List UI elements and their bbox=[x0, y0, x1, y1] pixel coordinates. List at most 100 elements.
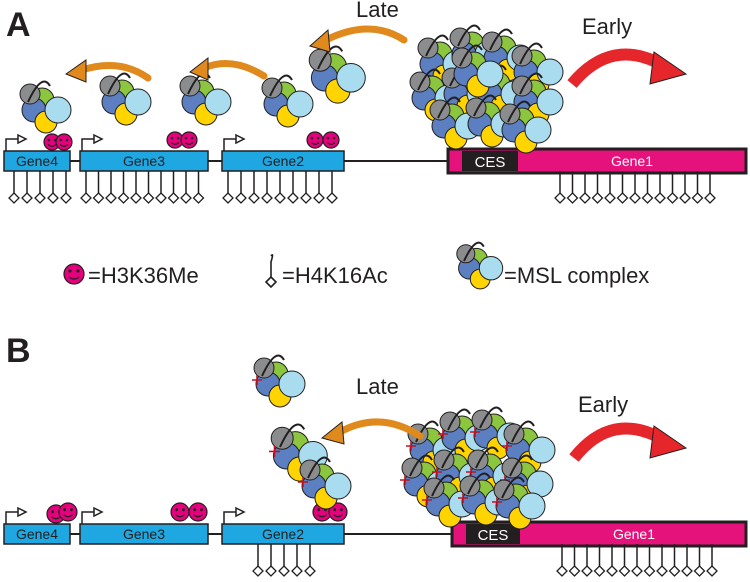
legend-h4k16ac-text: =H4K16Ac bbox=[282, 263, 388, 288]
late-arrow-b bbox=[336, 418, 424, 440]
h3k36me-marks bbox=[43, 131, 340, 151]
h4k16ac-mark bbox=[274, 171, 286, 204]
tss-arrows-b bbox=[5, 506, 246, 524]
msl-complex-icon bbox=[261, 74, 314, 128]
h4k16ac-mark bbox=[579, 171, 591, 204]
h4k16ac-mark bbox=[167, 171, 180, 204]
late-arrow-2 bbox=[200, 60, 268, 80]
late-label-b: Late bbox=[356, 374, 399, 399]
h3k36me-smiley-icon bbox=[180, 131, 198, 149]
ces-box-b bbox=[466, 524, 520, 544]
legend-msl-text: =MSL complex bbox=[504, 263, 649, 288]
h3k36me-marks-b bbox=[46, 502, 348, 524]
late-arrowheads bbox=[64, 28, 331, 83]
gene4-label-b: Gene4 bbox=[16, 526, 58, 542]
late-arrow-3 bbox=[322, 25, 408, 44]
h4k16ac-mark bbox=[47, 171, 59, 204]
gene1-box-b: CES Gene1 bbox=[450, 520, 748, 548]
late-arrow-1 bbox=[78, 62, 152, 82]
gene4-label: Gene4 bbox=[16, 153, 58, 169]
legend-h3k36me: =H3K36Me bbox=[63, 263, 199, 288]
h4k16ac-mark bbox=[568, 544, 581, 577]
panel-a: A Gene4 Gene3 Gene2 CES Gene1 bbox=[3, 0, 748, 204]
gene2-box: Gene2 bbox=[221, 150, 345, 172]
h4k16ac-mark bbox=[706, 544, 718, 577]
lollipop-icon bbox=[264, 254, 278, 289]
legend-h4k16ac: =H4K16Ac bbox=[264, 254, 388, 289]
msl-complex-icon bbox=[308, 45, 366, 104]
h4k16ac-mark bbox=[679, 171, 691, 204]
ces-label-b: CES bbox=[478, 527, 509, 544]
msl-complex-icon bbox=[499, 100, 552, 154]
msl-complex-icon bbox=[298, 456, 352, 510]
h3k36me-smiley-icon bbox=[166, 131, 184, 149]
gene2-label-b: Gene2 bbox=[262, 526, 304, 542]
h4k16ac-mark bbox=[681, 544, 693, 577]
msl-complex-icon bbox=[252, 354, 306, 408]
h4k16ac-mark bbox=[192, 171, 205, 204]
legend-msl: =MSL complex bbox=[456, 241, 649, 290]
h4k16ac-mark bbox=[278, 544, 290, 577]
h4k16ac-mark bbox=[287, 171, 299, 204]
h4k16ac-mark bbox=[117, 171, 130, 204]
msl-complex-icon bbox=[19, 80, 72, 134]
tss-arrows bbox=[5, 133, 246, 151]
gene1-box: CES Gene1 bbox=[446, 147, 748, 175]
early-label-a: Early bbox=[582, 14, 632, 39]
h4k16ac-mark bbox=[668, 544, 681, 577]
h4k16ac-mark bbox=[693, 544, 706, 577]
panel-b: B Gene4 Gene3 Gene2 CES Gene1 bbox=[3, 332, 748, 577]
gene3-box-b: Gene3 bbox=[79, 523, 209, 545]
h4k16ac-mark bbox=[691, 171, 704, 204]
h4k16ac-mark bbox=[581, 544, 593, 577]
h4k16ac-mark bbox=[142, 171, 155, 204]
gene4-box-b: Gene4 bbox=[3, 523, 71, 545]
gene3-label-b: Gene3 bbox=[123, 526, 165, 542]
h4k16ac-mark bbox=[566, 171, 579, 204]
late-label-a: Late bbox=[356, 0, 399, 22]
late-arrowhead-b bbox=[320, 421, 345, 445]
h4k16ac-mark bbox=[291, 544, 303, 577]
gene3-box: Gene3 bbox=[79, 150, 209, 172]
h4k16ac-mark bbox=[105, 171, 117, 204]
h4k16ac-mark bbox=[704, 171, 716, 204]
msl-complex-icon bbox=[492, 476, 546, 530]
h4k16ac-mark bbox=[641, 171, 654, 204]
h4k16ac-mark bbox=[604, 171, 616, 204]
panel-a-label: A bbox=[6, 6, 31, 44]
gene1-label-b: Gene1 bbox=[613, 526, 655, 542]
h4k16ac-mark bbox=[616, 171, 629, 204]
h4k16ac-mark bbox=[631, 544, 643, 577]
msl-complex-icon bbox=[99, 72, 152, 126]
h3k36me-smiley-icon bbox=[170, 502, 190, 522]
h4k16ac-mark bbox=[326, 171, 338, 204]
legend: =H3K36Me =H4K16Ac =MSL complex bbox=[63, 241, 649, 290]
h4k16ac-mark bbox=[606, 544, 618, 577]
legend-h3k36me-text: =H3K36Me bbox=[88, 263, 199, 288]
early-label-b: Early bbox=[578, 392, 628, 417]
h4k16ac-mark bbox=[643, 544, 656, 577]
h4k16ac-mark bbox=[92, 171, 105, 204]
h4k16ac-mark bbox=[593, 544, 606, 577]
h4k16ac-mark bbox=[80, 171, 92, 204]
h3k36me-smiley-icon bbox=[328, 502, 348, 522]
h4k16ac-mark bbox=[304, 544, 316, 577]
h4k16ac-mark bbox=[666, 171, 679, 204]
msl-complex-icon bbox=[429, 96, 482, 150]
gene2-label: Gene2 bbox=[262, 153, 304, 169]
h3k36me-smiley-icon bbox=[306, 131, 324, 149]
h4k16ac-mark bbox=[261, 171, 273, 204]
h3k36me-smiley-icon bbox=[43, 133, 61, 151]
smiley-icon bbox=[63, 263, 85, 285]
msl-complex-icon bbox=[179, 72, 232, 126]
gene1-label: Gene1 bbox=[611, 153, 653, 169]
late-arrows bbox=[78, 25, 408, 82]
h4k16ac-mark bbox=[235, 171, 247, 204]
panel-b-label: B bbox=[6, 332, 31, 370]
h4k16ac-mark bbox=[313, 171, 325, 204]
msl-complex-icon bbox=[456, 241, 504, 290]
gene2-box-b: Gene2 bbox=[221, 523, 345, 545]
h4k16ac-mark bbox=[629, 171, 641, 204]
h4k16ac-marks bbox=[8, 171, 716, 204]
